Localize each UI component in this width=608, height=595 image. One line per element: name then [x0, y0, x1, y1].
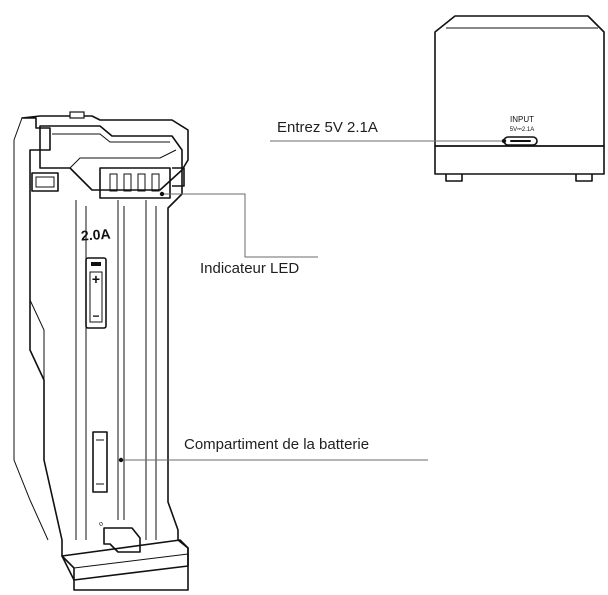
charging-base-foot-left — [445, 174, 463, 182]
polarity-tab — [91, 262, 101, 266]
charger-top-cap-bevel — [52, 133, 177, 169]
charger-base-foot-edge — [73, 553, 189, 569]
callout-input: Entrez 5V 2.1A — [270, 119, 507, 144]
charging-base-foot-right — [575, 174, 593, 182]
battery-bay-right-wall — [145, 200, 157, 540]
charger-base-foot — [61, 539, 189, 581]
callout-input-dot — [501, 138, 507, 144]
polarity-window-inner — [89, 271, 103, 323]
charger-top-cap-tab — [69, 111, 85, 119]
bottom-contact-mark: o — [98, 520, 105, 528]
charger-left-rail-inner — [29, 299, 45, 460]
charger-left-rail — [13, 117, 49, 541]
callout-led-line — [162, 193, 318, 258]
input-port-title: INPUT — [510, 115, 534, 124]
led-panel-frame — [99, 167, 171, 199]
slider-slot-detail — [96, 439, 104, 485]
battery-bay-center-groove — [117, 200, 125, 520]
callout-led-dot — [159, 191, 165, 197]
led-panel — [99, 167, 171, 199]
callout-battery: Compartiment de la batterie — [118, 436, 428, 463]
led-3 — [137, 173, 146, 192]
input-port-rating: 5V⎓2.1A — [510, 127, 534, 133]
charger-side-clip-inner — [35, 176, 55, 188]
callout-led-label: Indicateur LED — [200, 260, 299, 277]
minus-symbol: − — [92, 309, 99, 323]
led-1 — [109, 173, 118, 192]
usb-c-port-tongue — [510, 140, 531, 142]
current-rating-label: 2.0A — [80, 226, 111, 244]
callout-input-label: Entrez 5V 2.1A — [277, 119, 378, 136]
led-4 — [151, 173, 160, 192]
callout-battery-dot — [118, 457, 124, 463]
polarity-window — [85, 257, 107, 329]
battery-charger: 2.0A + − o — [13, 111, 189, 591]
charger-right-clip — [172, 167, 185, 187]
led-2 — [123, 173, 132, 192]
bottom-contact-plate — [103, 527, 141, 553]
plus-symbol: + — [92, 271, 100, 287]
battery-bay-left-wall — [75, 200, 87, 540]
callout-led: Indicateur LED — [159, 191, 318, 277]
charger-side-clip — [31, 172, 59, 192]
callout-battery-label: Compartiment de la batterie — [184, 436, 369, 453]
charger-top-cap — [39, 125, 183, 191]
slider-slot — [92, 431, 108, 493]
charging-base-bottom — [434, 145, 605, 175]
charging-base: INPUT 5V⎓2.1A — [434, 15, 605, 182]
